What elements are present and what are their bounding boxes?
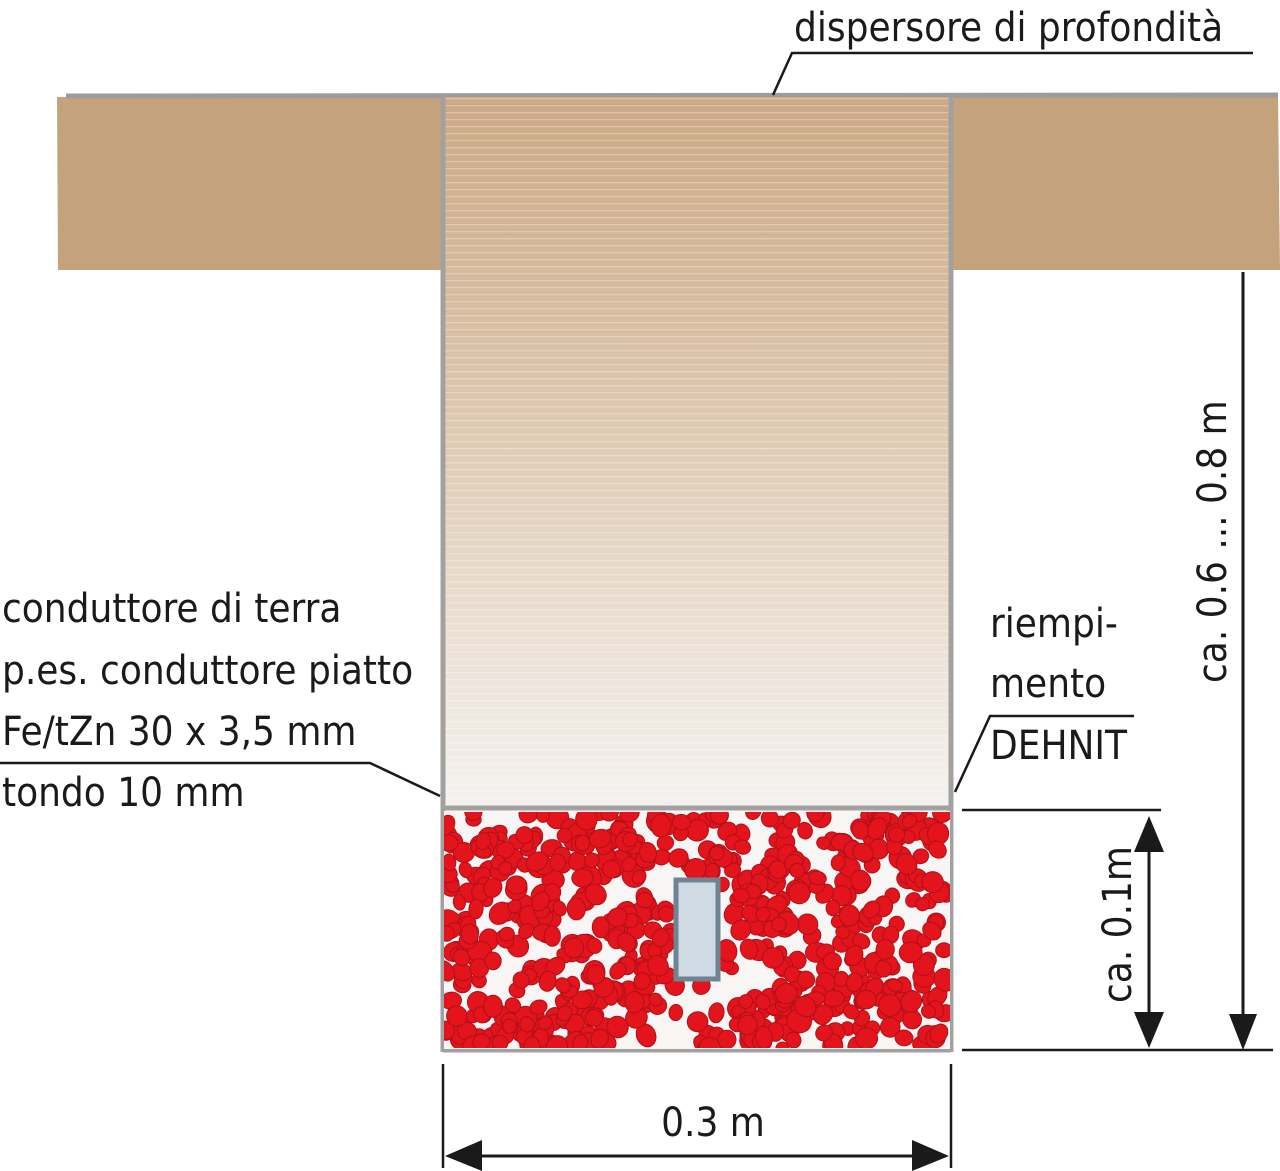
conductor-label-line4: tondo 10 mm (2, 770, 245, 816)
conductor-label-line3: Fe/tZn 30 x 3,5 mm (2, 709, 356, 755)
fill-label-line1: riempi- (990, 601, 1118, 647)
dehnit-granules (444, 812, 950, 1048)
depth-dimension: ca. 0.6 ... 0.8 m (1190, 272, 1257, 1050)
trench (440, 95, 954, 1053)
arrow-right-icon (912, 1140, 949, 1171)
conductor-label-line1: conduttore di terra (2, 586, 341, 632)
conductor-label-line2: p.es. conduttore piatto (2, 648, 413, 694)
depth-electrode-label: dispersore di profondità (771, 5, 1253, 96)
arrow-down-icon (1134, 1012, 1164, 1048)
conductor-label: conduttore di terra p.es. conduttore pia… (0, 586, 441, 816)
fill-height-text: ca. 0.1m (1095, 846, 1141, 1003)
dehnit-fill-area (444, 811, 950, 1049)
arrow-down-icon (1229, 1014, 1257, 1050)
fill-label-line3: DEHNIT (990, 723, 1128, 769)
arrow-up-icon (1134, 816, 1164, 852)
dehnit-fill-label: riempi- mento DEHNIT (953, 601, 1134, 793)
width-dimension: 0.3 m (441, 1064, 953, 1171)
fill-label-line2: mento (990, 661, 1106, 707)
fill-height-dimension: ca. 0.1m (962, 808, 1273, 1052)
depth-electrode-label-text: dispersore di profondità (794, 5, 1223, 51)
arrow-left-icon (445, 1140, 482, 1171)
depth-dimension-text: ca. 0.6 ... 0.8 m (1190, 400, 1236, 683)
width-dimension-text: 0.3 m (661, 1100, 765, 1146)
earth-conductor (673, 877, 721, 982)
